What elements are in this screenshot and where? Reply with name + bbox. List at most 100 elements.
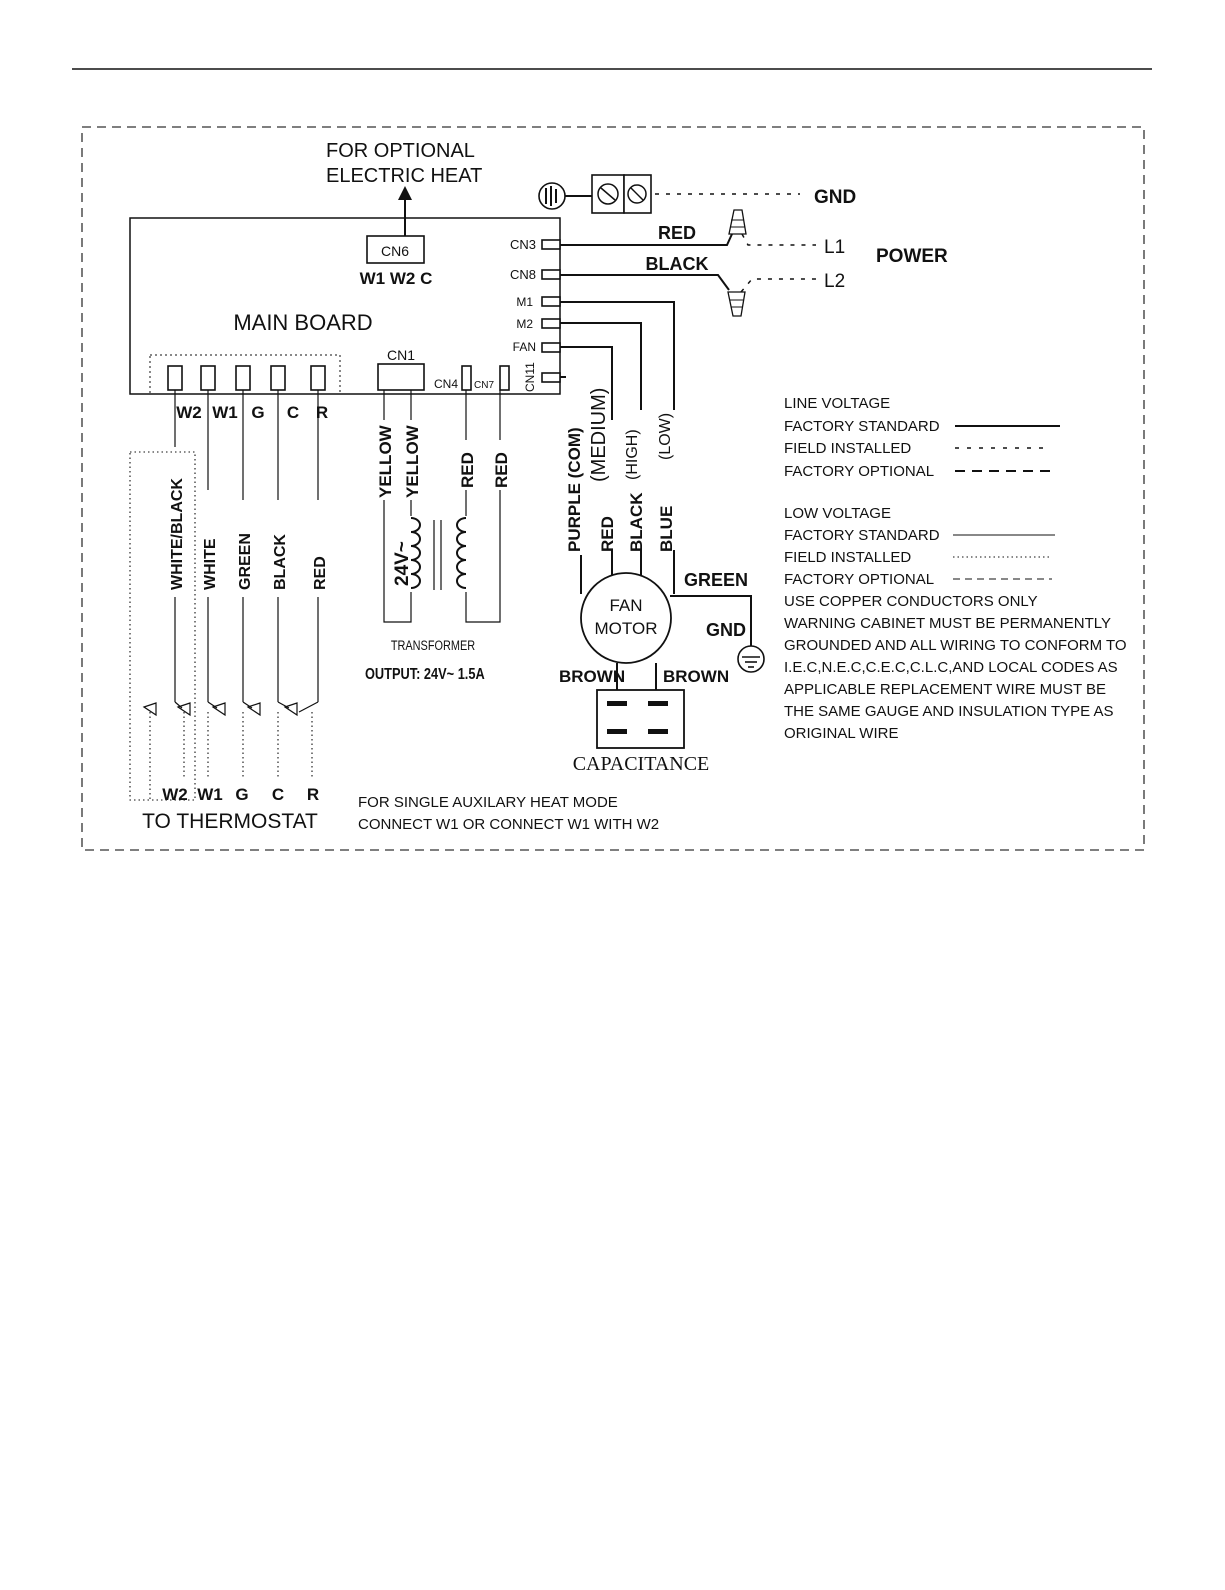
motor-wire-low: (LOW) [657,413,674,460]
aux-note-line-1: FOR SINGLE AUXILARY HEAT MODE [358,794,618,811]
power-section: GND RED L1 BLACK L2 POWER [538,174,948,317]
wire-label-black: BLACK [272,534,289,590]
motor-wire-medium: (MEDIUM) [588,388,610,482]
aux-note-line-2: CONNECT W1 OR CONNECT W1 WITH W2 [358,816,659,833]
transformer-label: TRANSFORMER [391,638,475,654]
thermostat-terminal-c: C [272,785,284,804]
l2-field-wire [740,278,816,293]
terminal-label-g: G [251,403,264,422]
heat-arrow-head [398,186,412,200]
diagram-frame [81,126,1145,851]
terminal-label-w2: W2 [176,403,202,422]
transformer-output-label: OUTPUT: 24V~ 1.5A [365,666,485,684]
capacitance-label: CAPACITANCE [573,753,710,775]
motor-wire-purple-com: PURPLE (COM) [565,427,584,552]
terminal-label-w1: W1 [212,403,238,422]
thermostat-field-wiring [129,451,313,801]
note-line-5: APPLICABLE REPLACEMENT WIRE MUST BE [784,681,1106,698]
fan-motor-label-line1: FAN [609,596,642,615]
black-line-wire [560,274,730,291]
note-line-2: WARNING CABINET MUST BE PERMANENTLY [784,615,1111,632]
motor-wire-red: RED [598,516,617,552]
cn6-label: CN6 [381,243,409,259]
legend-lv-factory-optional: FACTORY OPTIONAL [784,463,934,480]
heat-label-line1: FOR OPTIONAL [326,140,475,162]
fan-motor-wiring: PURPLE (COM) RED (MEDIUM) BLACK (HIGH) B… [559,301,765,775]
cn8-label: CN8 [510,267,536,282]
wire-label-white-black: WHITE/BLACK [169,478,186,590]
cn1-label: CN1 [387,347,415,363]
cn3-socket [541,239,561,250]
wire-nut-g [246,702,261,717]
ground-symbol-icon [737,645,765,673]
wire-nut-l2 [727,291,746,317]
main-board-title: MAIN BOARD [233,310,372,335]
motor-wire-black: BLACK [627,492,646,552]
terminal-label-r: R [316,403,328,422]
transformer: YELLOW YELLOW RED RED 24V~ [376,390,511,623]
motor-ground-wire [670,595,752,646]
terminal-screw-icon [627,184,647,204]
primary-coil [410,517,421,589]
to-thermostat-label: TO THERMOSTAT [142,810,318,833]
w2-optional-field-loop [129,451,196,801]
transformer-primary-wires [383,390,412,623]
thermostat-terminal-r: R [307,785,319,804]
l1-field-wire [741,233,816,246]
wire-nut-w2 [176,702,191,717]
motor-gnd-label: GND [706,620,746,640]
main-board [129,217,561,395]
cn4-label: CN4 [434,377,458,391]
right-connectors: CN3 CN8 M1 M2 FAN CN11 [510,237,561,392]
wire-nut-w1 [211,702,226,717]
cn6-connector [366,235,425,264]
legend: LINE VOLTAGE FACTORY STANDARD FIELD INST… [784,395,1060,588]
wire-label-white: WHITE [202,538,219,590]
thermostat-terminal-w2: W2 [162,785,188,804]
legend-low-voltage: LOW VOLTAGE [784,505,891,522]
terminal-screw-icon [597,183,619,205]
transformer-wire-red-2: RED [492,452,511,488]
thermostat-terminal-w1: W1 [197,785,223,804]
legend-lv-field-installed: FIELD INSTALLED [784,440,911,457]
fan-motor-label-line2: MOTOR [595,619,658,638]
legend-low-factory-standard: FACTORY STANDARD [784,527,940,544]
transformer-primary-voltage: 24V~ [392,541,413,586]
transformer-secondary-wires [465,390,501,623]
thermostat-wires: WHITE/BLACK WHITE GREEN BLACK RED [167,390,329,702]
red-line-wire [560,233,733,246]
red-wire-label: RED [658,223,696,243]
brown-left-label: BROWN [559,667,625,686]
transformer-wire-yellow-1: YELLOW [376,424,395,498]
wire-label-green: GREEN [237,533,254,590]
cn1-connector [377,363,425,391]
secondary-coil [456,517,467,589]
board-terminals: W2 W1 G C R [167,365,328,422]
black-wire-label: BLACK [646,254,709,274]
power-gnd-label: GND [814,187,856,208]
wire-nut-l1 [728,209,747,235]
terminal-w2 [167,365,183,391]
legend-low-factory-optional: FACTORY OPTIONAL [784,571,934,588]
motor-wire-blue: BLUE [657,506,676,552]
legend-low-field-installed: FIELD INSTALLED [784,549,911,566]
capacitor [596,689,685,749]
brown-right-label: BROWN [663,667,729,686]
transformer-wire-yellow-2: YELLOW [403,424,422,498]
terminal-block-outline [149,354,341,395]
note-line-7: ORIGINAL WIRE [784,725,898,742]
motor-wire-high: (HIGH) [624,429,641,480]
fan-socket [541,342,561,353]
wiring-notes: USE COPPER CONDUCTORS ONLY WARNING CABIN… [784,593,1127,742]
note-line-1: USE COPPER CONDUCTORS ONLY [784,593,1038,610]
power-label: POWER [876,246,948,267]
m1-label: M1 [516,295,533,309]
terminal-g [235,365,251,391]
l1-label: L1 [824,237,845,258]
wire-nut-c [283,702,298,717]
thermostat-wire-nuts [142,701,319,717]
m2-label: M2 [516,317,533,331]
terminal-w1 [200,365,216,391]
legend-line-voltage: LINE VOLTAGE [784,395,890,412]
